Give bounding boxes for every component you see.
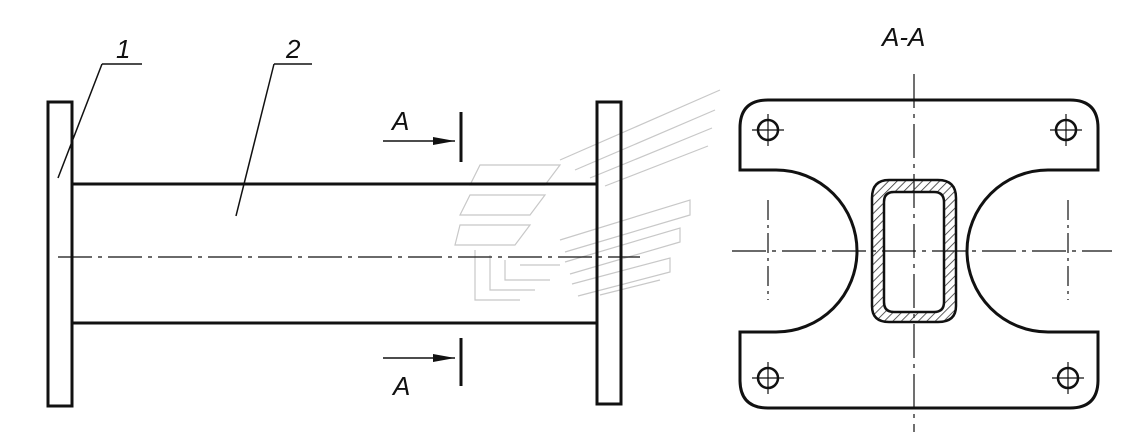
section-a-a-view xyxy=(732,74,1112,432)
part-label-1: 1 xyxy=(116,34,130,64)
bolt-hole-top-left xyxy=(752,114,784,146)
watermark-logo xyxy=(454,89,721,301)
section-title: A-A xyxy=(880,22,925,52)
section-label-bottom: A xyxy=(391,371,410,401)
bolt-hole-bottom-right xyxy=(1052,362,1084,394)
tube-wall-section xyxy=(870,178,958,324)
bolt-hole-bottom-left xyxy=(752,362,784,394)
section-label-top: A xyxy=(390,106,409,136)
part-label-2: 2 xyxy=(285,34,301,64)
leader-line-1 xyxy=(57,63,103,179)
right-flange xyxy=(595,100,623,406)
pipe-assembly-view xyxy=(46,63,640,408)
section-arrowhead-bottom xyxy=(433,354,455,362)
left-flange xyxy=(46,100,74,408)
flange-outline xyxy=(738,98,1100,410)
leader-line-2 xyxy=(235,63,275,217)
bolt-hole-top-right xyxy=(1050,114,1082,146)
section-arrowhead-top xyxy=(433,137,455,145)
